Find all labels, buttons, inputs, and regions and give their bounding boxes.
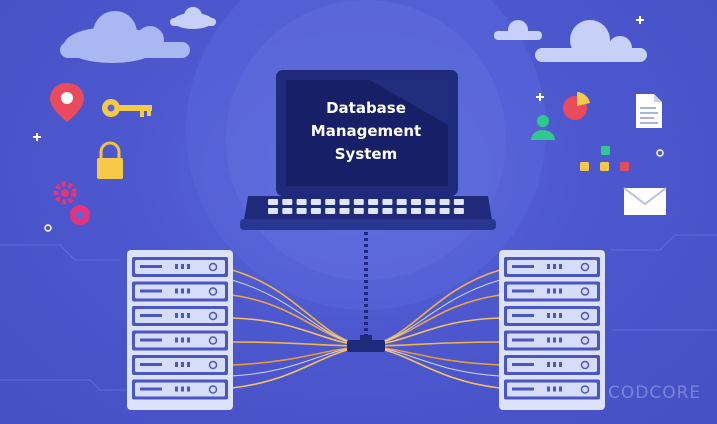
cloud-icon bbox=[535, 20, 647, 62]
envelope-icon bbox=[623, 187, 667, 215]
keyboard-key bbox=[425, 208, 436, 214]
keyboard-key bbox=[368, 199, 379, 205]
keyboard-key bbox=[439, 208, 450, 214]
keyboard-key bbox=[382, 199, 393, 205]
document-icon bbox=[636, 94, 662, 128]
network-hub bbox=[347, 335, 385, 352]
keyboard-key bbox=[296, 208, 307, 214]
cloud-icon bbox=[170, 7, 216, 29]
keyboard-key bbox=[282, 208, 293, 214]
keyboard-key bbox=[368, 208, 379, 214]
keyboard-key bbox=[382, 208, 393, 214]
keyboard-key bbox=[325, 199, 336, 205]
key-icon bbox=[102, 99, 152, 117]
watermark: CODCORE bbox=[608, 383, 702, 403]
screen-line-1: Database bbox=[326, 99, 406, 117]
screen-line-2: Management bbox=[310, 122, 422, 140]
keyboard-key bbox=[411, 208, 421, 214]
server-rack-left bbox=[127, 250, 233, 410]
keyboard-key bbox=[339, 199, 350, 205]
cloud-icon bbox=[60, 11, 190, 63]
user-icon bbox=[531, 115, 555, 140]
server-rack-right bbox=[499, 250, 605, 410]
keyboard-key bbox=[411, 199, 421, 205]
lock-icon bbox=[97, 141, 123, 179]
pie-chart-icon bbox=[563, 92, 590, 120]
keyboard-key bbox=[453, 199, 464, 205]
keyboard-key bbox=[353, 199, 364, 205]
keyboard bbox=[268, 199, 464, 214]
map-pin-icon bbox=[50, 83, 84, 122]
circuit-lines bbox=[0, 234, 717, 391]
keyboard-key bbox=[268, 199, 278, 205]
keyboard-key bbox=[296, 199, 307, 205]
keyboard-key bbox=[310, 199, 321, 205]
keyboard-key bbox=[453, 208, 464, 214]
keyboard-key bbox=[310, 208, 321, 214]
keyboard-key bbox=[396, 199, 407, 205]
keyboard-key bbox=[353, 208, 364, 214]
blocks-icon bbox=[580, 146, 629, 171]
keyboard-key bbox=[439, 199, 450, 205]
laptop bbox=[240, 70, 496, 230]
screen-line-3: System bbox=[334, 145, 398, 163]
sparkle-icon bbox=[656, 149, 664, 157]
laptop-screen-title: Database Management System bbox=[290, 97, 442, 166]
sparkle-icon bbox=[33, 16, 644, 141]
keyboard-key bbox=[339, 208, 350, 214]
gears-icon bbox=[53, 181, 90, 225]
cloud-icon bbox=[494, 20, 542, 40]
keyboard-key bbox=[425, 199, 436, 205]
keyboard-key bbox=[325, 208, 336, 214]
keyboard-key bbox=[396, 208, 407, 214]
sparkle-icon bbox=[44, 224, 52, 232]
keyboard-key bbox=[282, 199, 293, 205]
keyboard-key bbox=[268, 208, 278, 214]
